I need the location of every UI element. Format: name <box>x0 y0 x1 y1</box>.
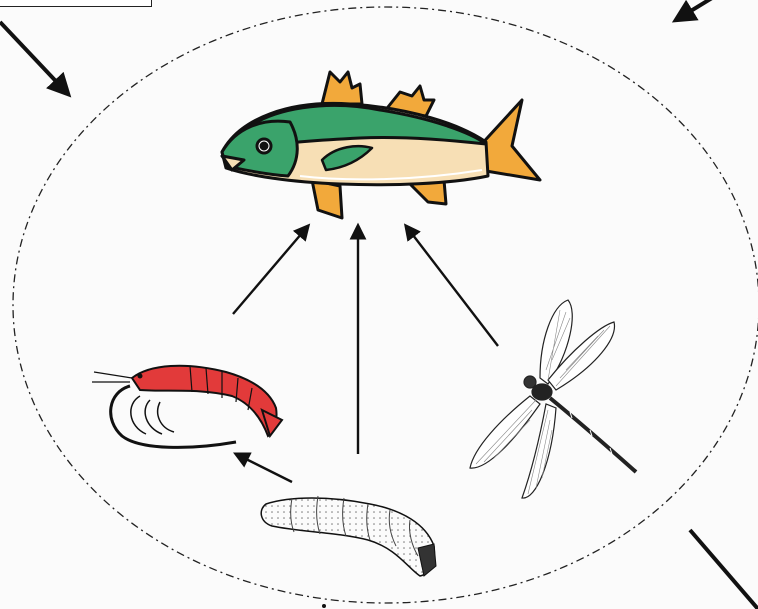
dragonfly-thorax <box>532 384 552 400</box>
shrimp-antenna-curl <box>111 386 236 447</box>
dragonfly-head <box>524 376 536 388</box>
fish-illustration <box>222 72 540 218</box>
dragonfly-abdomen <box>550 398 636 472</box>
fish-pelvic-fin <box>312 180 342 218</box>
dragonfly-illustration <box>470 300 636 498</box>
shrimp-tail <box>262 410 282 436</box>
arrow-shrimp-to-fish <box>233 226 308 314</box>
food-web-arrows <box>233 226 498 482</box>
shrimp-whiskers <box>92 372 132 382</box>
arrow-out-bottom-right <box>690 530 758 609</box>
arrow-larva-to-shrimp <box>236 454 292 482</box>
fish-dorsal-fin-front <box>322 72 362 104</box>
shrimp-body <box>132 366 277 436</box>
larva-body <box>261 498 434 576</box>
arrow-in-top-right <box>676 0 712 20</box>
arrow-in-top-left <box>0 22 68 94</box>
arrow-dragonfly-to-fish <box>406 226 498 346</box>
shrimp-illustration <box>92 366 282 448</box>
larva-illustration <box>261 496 436 576</box>
